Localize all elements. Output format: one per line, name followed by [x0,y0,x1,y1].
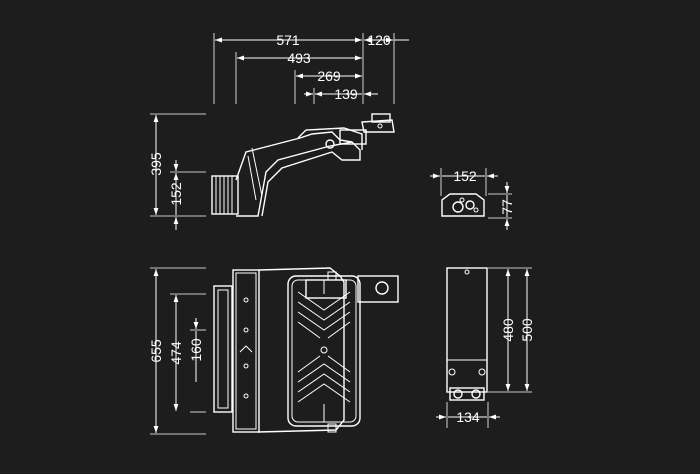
dim-bracket-outer-height: 500 [519,318,535,342]
dim-top-total-length: 655 [148,339,164,363]
dim-total-length: 571 [276,32,300,48]
end-view: 152 77 [430,168,515,230]
dim-end-height: 77 [499,199,515,215]
dim-bracket-width: 134 [456,409,480,425]
dim-end-width: 152 [453,168,477,184]
side-view: 571 120 493 269 139 395 152 [148,32,409,230]
dim-total-height: 395 [148,152,164,176]
luminaire-top-outline [213,267,399,433]
top-view: 655 474 160 [148,267,399,435]
luminaire-side-outline [211,113,395,217]
bracket-outline [446,267,488,401]
dim-arm-reach: 493 [287,50,311,66]
dim-clamp-depth: 120 [367,32,391,48]
dim-top-bracket-length: 474 [168,341,184,365]
bracket-view: 480 500 134 [436,267,535,428]
luminaire-end-outline [441,193,485,217]
dim-mount-offset: 269 [317,68,341,84]
dim-top-tab-length: 160 [188,338,204,362]
dim-clamp-height: 152 [168,182,184,206]
dim-bracket-inner-height: 480 [500,318,516,342]
dim-bracket-offset: 139 [334,86,358,102]
